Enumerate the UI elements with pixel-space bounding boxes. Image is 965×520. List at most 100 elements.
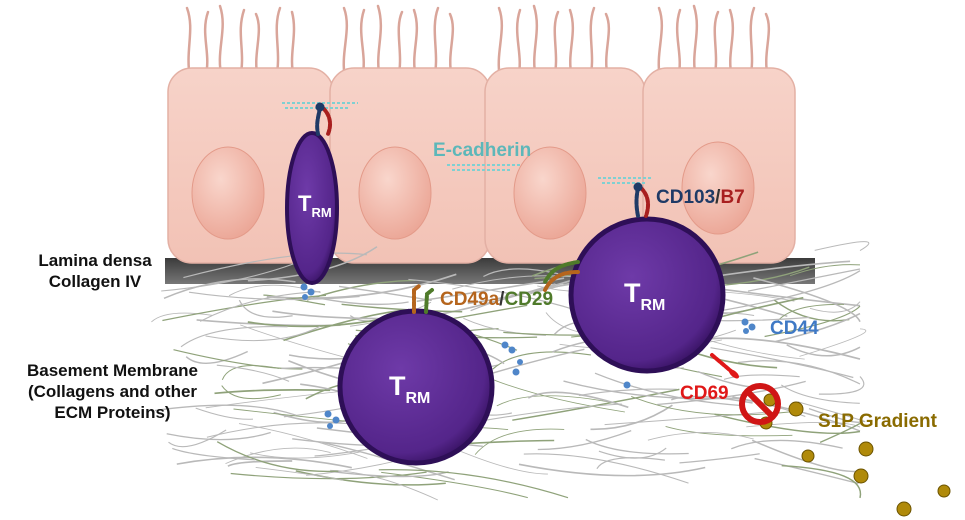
s1p-dot <box>801 449 815 463</box>
prohibition-icon <box>739 383 781 425</box>
ecm-fiber <box>747 268 861 292</box>
trm-label-2: TRM <box>389 371 430 407</box>
ecm-fiber <box>227 460 293 467</box>
nucleus-4 <box>681 141 755 235</box>
trm-cell-basement-left: TRM <box>337 308 495 466</box>
cd44-receptors <box>300 283 756 429</box>
ecm-fiber <box>173 349 303 370</box>
ecm-fiber <box>773 299 850 322</box>
ecm-fiber <box>166 431 271 441</box>
ecm-fiber <box>206 422 370 438</box>
s1p-dot <box>853 468 869 484</box>
cd44-receptor <box>300 283 308 291</box>
ecm-fiber <box>731 439 843 450</box>
ecm-fiber <box>205 325 321 342</box>
ecm-fiber <box>199 291 321 322</box>
ecm-fiber <box>780 384 860 404</box>
ecm-fiber <box>799 328 867 357</box>
ecm-fiber <box>714 413 861 435</box>
ecm-fiber <box>176 456 352 469</box>
cd103-b7-slash: / <box>715 187 721 208</box>
ecm-fiber <box>214 389 331 395</box>
trm-label-1: TRM <box>298 191 332 220</box>
ecm-fiber <box>333 471 449 478</box>
s1p-dot <box>937 484 951 498</box>
ecm-fiber <box>512 388 680 421</box>
nucleus-1 <box>191 146 265 240</box>
lamina-densa-label: Lamina densa Collagen IV <box>20 250 170 292</box>
ecm-fiber <box>161 262 296 292</box>
epithelial-layer <box>167 67 796 264</box>
ecm-fiber <box>657 380 806 406</box>
trm-label-3: TRM <box>624 278 665 314</box>
ecm-fiber <box>238 299 293 318</box>
ecm-fiber <box>723 270 861 311</box>
s1p-dot <box>858 441 874 457</box>
b7-text: B7 <box>720 187 745 208</box>
ecm-fiber <box>775 312 861 343</box>
nucleus-2 <box>358 146 432 240</box>
s1p-dots <box>759 393 951 517</box>
ecm-fiber <box>786 344 861 357</box>
ecm-fiber <box>183 252 367 279</box>
cd103-b7-label: CD103/B7 <box>656 187 745 209</box>
ecm-fiber <box>172 447 255 461</box>
ecm-fiber <box>710 347 854 379</box>
ecm-fiber <box>594 372 744 407</box>
cd44-label: CD44 <box>770 318 819 339</box>
s1p-gradient-label: S1P Gradient <box>818 411 937 432</box>
basement-membrane-line-1: Basement Membrane <box>26 361 198 380</box>
lamina-densa-line-1: Lamina densa <box>38 251 152 270</box>
ecm-fiber <box>590 404 673 431</box>
ecm-fiber <box>818 376 865 395</box>
ecm-fiber <box>596 457 665 470</box>
ecm-fiber <box>781 464 862 499</box>
cd49a-cd29-integrin-1 <box>412 284 434 314</box>
cd49a-cd29-slash: / <box>499 289 505 310</box>
basement-membrane-line-3: ECM Proteins) <box>54 403 171 422</box>
ecm-fiber <box>154 404 297 416</box>
ecm-fiber <box>185 350 248 364</box>
ecm-fiber <box>216 364 290 382</box>
ecm-fiber <box>163 278 296 299</box>
ecm-fiber <box>518 463 706 477</box>
s1p-dot <box>896 501 912 517</box>
ecm-fiber <box>578 388 677 396</box>
ecm-fiber <box>737 360 861 385</box>
cd69-receptor <box>710 353 739 379</box>
ecm-fiber <box>819 422 861 444</box>
ecm-fiber <box>707 337 861 360</box>
ecm-fiber <box>797 401 866 423</box>
ecm-fiber <box>485 376 625 413</box>
ecm-fiber <box>537 429 632 451</box>
ecm-fiber <box>665 425 793 437</box>
ecm-fiber <box>151 312 213 323</box>
microvilli <box>185 4 771 80</box>
nucleus-3 <box>513 146 587 240</box>
ecm-fiber <box>753 277 861 323</box>
ecm-fiber <box>523 453 689 484</box>
ecm-fiber <box>647 432 754 441</box>
lamina-densa-line-2: Collagen IV <box>48 272 142 291</box>
ecm-fiber <box>598 447 667 459</box>
ecm-fiber <box>216 441 339 473</box>
ecm-fiber <box>378 469 569 499</box>
ecm-fiber <box>483 268 559 278</box>
ecm-fiber <box>266 273 457 300</box>
ecm-fiber <box>474 428 565 455</box>
ecm-fiber <box>195 407 254 420</box>
trm-cell-basement-right: TRM <box>568 216 726 374</box>
cd49a-text: CD49a <box>440 289 500 310</box>
ecm-fiber <box>814 241 870 252</box>
ecm-fiber <box>381 471 528 499</box>
ecm-fiber <box>809 301 861 313</box>
ecm-fiber <box>754 457 859 485</box>
basement-membrane-label: Basement Membrane (Collagens and other E… <box>0 360 225 423</box>
ecm-fiber <box>221 385 281 400</box>
ecm-fiber <box>492 351 591 370</box>
ecm-fiber <box>205 391 341 409</box>
cd69-label: CD69 <box>680 383 729 404</box>
ecm-fiber <box>527 391 629 409</box>
ecm-fiber <box>463 317 546 336</box>
cd44-receptor <box>623 381 631 389</box>
